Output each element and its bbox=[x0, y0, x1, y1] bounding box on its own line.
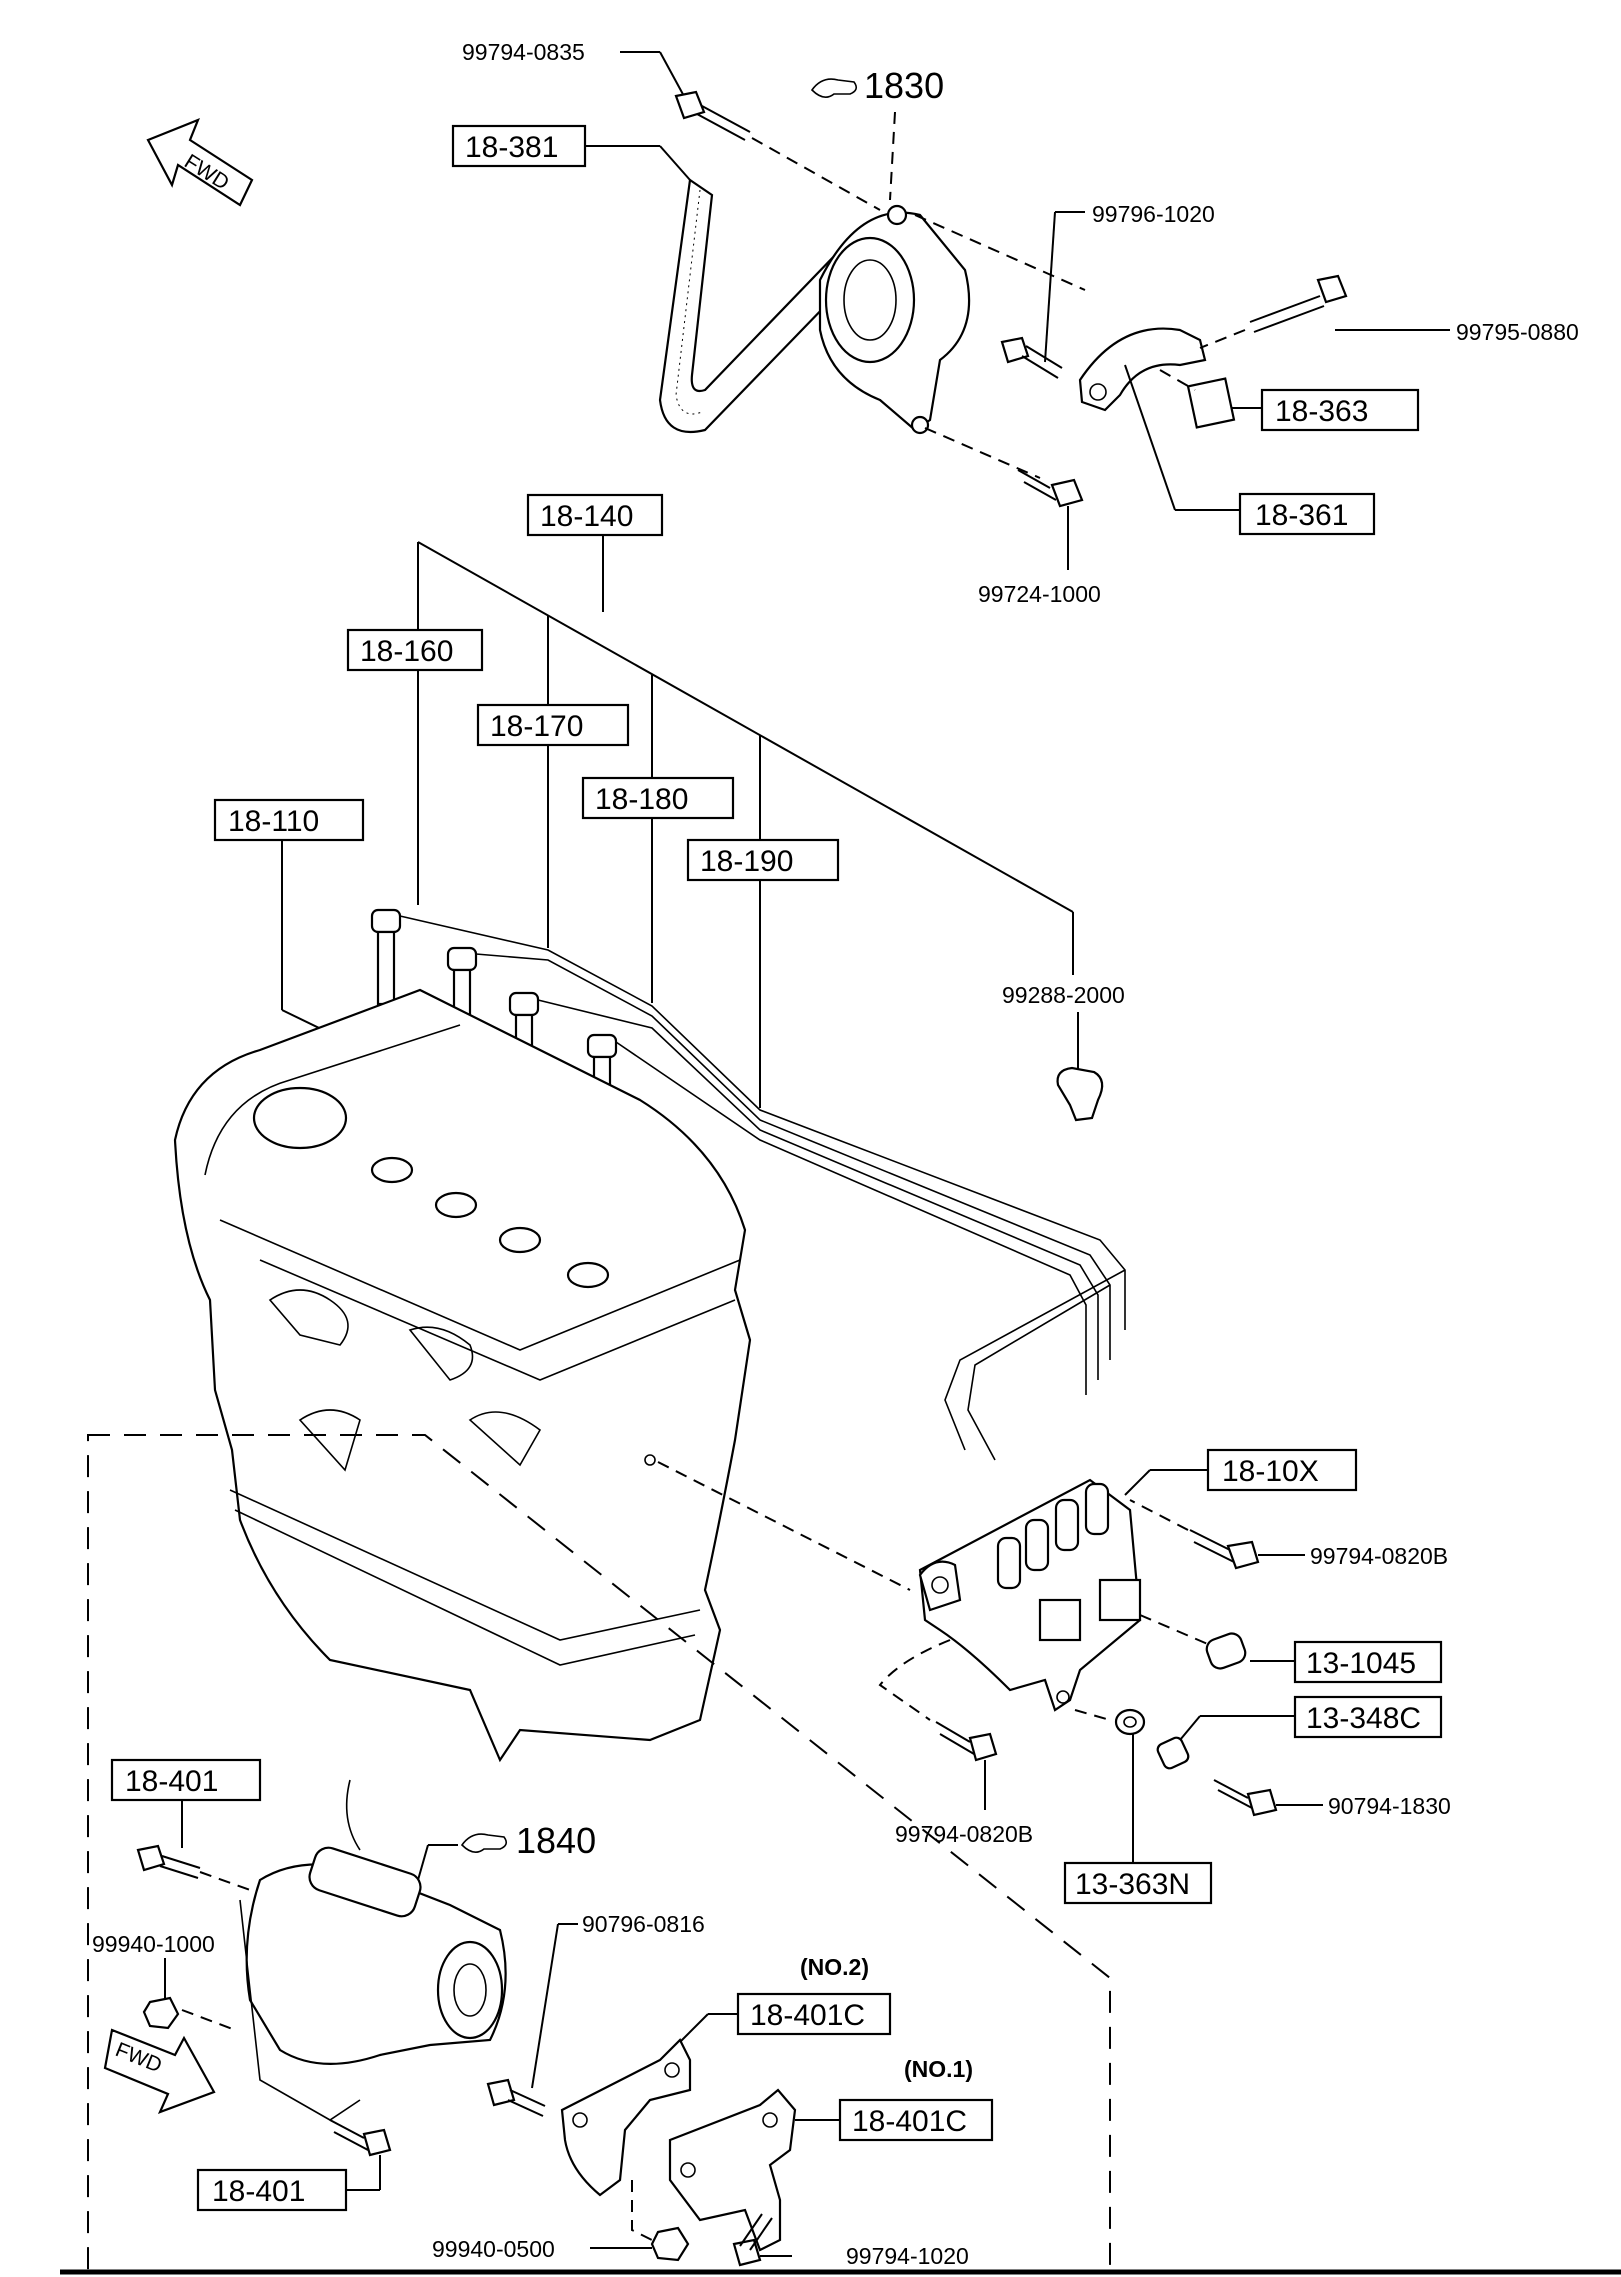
bolt-icon bbox=[732, 2213, 773, 2267]
plug-cap bbox=[370, 908, 402, 1006]
bolt-icon bbox=[136, 1844, 201, 1879]
callout-18-170-box bbox=[476, 703, 630, 747]
callout-13-348C: 13-348C bbox=[1306, 1702, 1421, 1735]
cable-clamp bbox=[1056, 1066, 1104, 1122]
pn-99940-1000: 99940-1000 bbox=[92, 1931, 215, 1957]
pn-99288-2000: 99288-2000 bbox=[1002, 982, 1125, 1008]
bracket-no2 bbox=[560, 2038, 692, 2197]
callout-18-140-box bbox=[526, 493, 664, 537]
alternator bbox=[818, 204, 971, 435]
grommet bbox=[1114, 1708, 1146, 1736]
spark-plug-leads bbox=[370, 908, 1126, 1461]
callout-18-363-box bbox=[1260, 388, 1420, 432]
adjuster-nut bbox=[1186, 377, 1236, 429]
bolt-icon bbox=[1017, 469, 1084, 508]
bracket-no1 bbox=[668, 2088, 797, 2252]
pn-99794-1020: 99794-1020 bbox=[846, 2243, 969, 2269]
callout-18-361-box bbox=[1238, 492, 1376, 536]
bolt-icon bbox=[674, 90, 751, 141]
bolt-icon bbox=[1189, 1529, 1260, 1570]
callout-18-401-upper: 18-401 bbox=[125, 1765, 218, 1798]
pn-99794-0820B-right: 99794-0820B bbox=[1310, 1543, 1448, 1569]
callout-18-110-box bbox=[213, 798, 365, 842]
callout-18-190: 18-190 bbox=[700, 845, 793, 878]
nut-icon bbox=[650, 2226, 690, 2262]
pn-99794-0835: 99794-0835 bbox=[462, 39, 585, 65]
starter-assembly: 1840 bbox=[239, 1779, 596, 2121]
callout-18-180: 18-180 bbox=[595, 783, 688, 816]
callout-13-363N-box bbox=[1063, 1861, 1213, 1905]
pn-99794-0820B-left: 99794-0820B bbox=[895, 1821, 1033, 1847]
callout-13-1045: 13-1045 bbox=[1306, 1647, 1416, 1680]
starter-inset-border bbox=[87, 1434, 1111, 2277]
bolt-icon bbox=[1213, 1779, 1278, 1817]
callout-18-401C-no1-box bbox=[838, 2098, 994, 2142]
callout-18-160: 18-160 bbox=[360, 635, 453, 668]
pn-99796-1020: 99796-1020 bbox=[1092, 201, 1215, 227]
note-no2: (NO.2) bbox=[800, 1954, 869, 1980]
callout-18-110: 18-110 bbox=[228, 805, 319, 838]
pn-99795-0880: 99795-0880 bbox=[1456, 319, 1579, 345]
callout-18-401C-no1: 18-401C bbox=[852, 2105, 967, 2138]
callout-18-363: 18-363 bbox=[1275, 395, 1368, 428]
sleeve bbox=[1156, 1736, 1190, 1770]
fwd-arrow-icon-top: FWD bbox=[146, 118, 254, 207]
bolt-icon bbox=[486, 2078, 546, 2117]
callout-18-381: 18-381 bbox=[465, 131, 558, 164]
callout-18-361: 18-361 bbox=[1255, 499, 1348, 532]
callout-18-10X-box bbox=[1206, 1448, 1358, 1492]
fwd-arrow-icon-bottom: FWD bbox=[103, 2028, 216, 2114]
ref-1830: 1830 bbox=[864, 65, 944, 106]
nut-icon bbox=[142, 1996, 180, 2030]
note-no1: (NO.1) bbox=[904, 2056, 973, 2082]
callout-18-190-box bbox=[686, 838, 840, 882]
callout-18-401-upper-box bbox=[110, 1758, 262, 1802]
callout-18-401-lower-box bbox=[196, 2168, 348, 2212]
pointing-hand-icon-1840 bbox=[460, 1833, 508, 1853]
callout-18-140: 18-140 bbox=[540, 500, 633, 533]
callout-18-401-lower: 18-401 bbox=[212, 2175, 305, 2208]
bolt-icon bbox=[1249, 274, 1348, 333]
pn-99940-0500: 99940-0500 bbox=[432, 2236, 555, 2262]
engine-block bbox=[173, 988, 752, 1763]
callout-18-170: 18-170 bbox=[490, 710, 583, 743]
callout-18-401C-no2: 18-401C bbox=[750, 1999, 865, 2032]
connector-cap bbox=[1205, 1632, 1247, 1670]
alternator-assembly: 1830 99794-0835 99796-1020 bbox=[451, 39, 1579, 607]
pointing-hand-icon-1830 bbox=[810, 78, 858, 98]
pn-90794-1830: 90794-1830 bbox=[1328, 1793, 1451, 1819]
callout-13-363N: 13-363N bbox=[1075, 1868, 1190, 1901]
bolt-icon bbox=[935, 1721, 998, 1762]
callout-18-180-box bbox=[581, 776, 735, 820]
ref-1840: 1840 bbox=[516, 1820, 596, 1861]
callout-13-348C-box bbox=[1293, 1695, 1443, 1739]
callout-18-160-box bbox=[346, 628, 484, 672]
callout-18-401C-no2-box bbox=[736, 1992, 892, 2036]
adjuster-bracket bbox=[1078, 327, 1207, 412]
bolt-icon bbox=[329, 2119, 392, 2157]
ignition-coil bbox=[918, 1478, 1142, 1712]
callout-13-1045-box bbox=[1293, 1640, 1443, 1684]
cable-callouts: 18-140 18-160 18-170 18-180 18-190 18-11… bbox=[213, 493, 1125, 1122]
callout-18-381-box bbox=[451, 124, 587, 168]
callout-18-10X: 18-10X bbox=[1222, 1455, 1319, 1488]
pn-99724-1000: 99724-1000 bbox=[978, 581, 1101, 607]
bolt-icon bbox=[1000, 336, 1063, 379]
pn-90796-0816: 90796-0816 bbox=[582, 1911, 705, 1937]
